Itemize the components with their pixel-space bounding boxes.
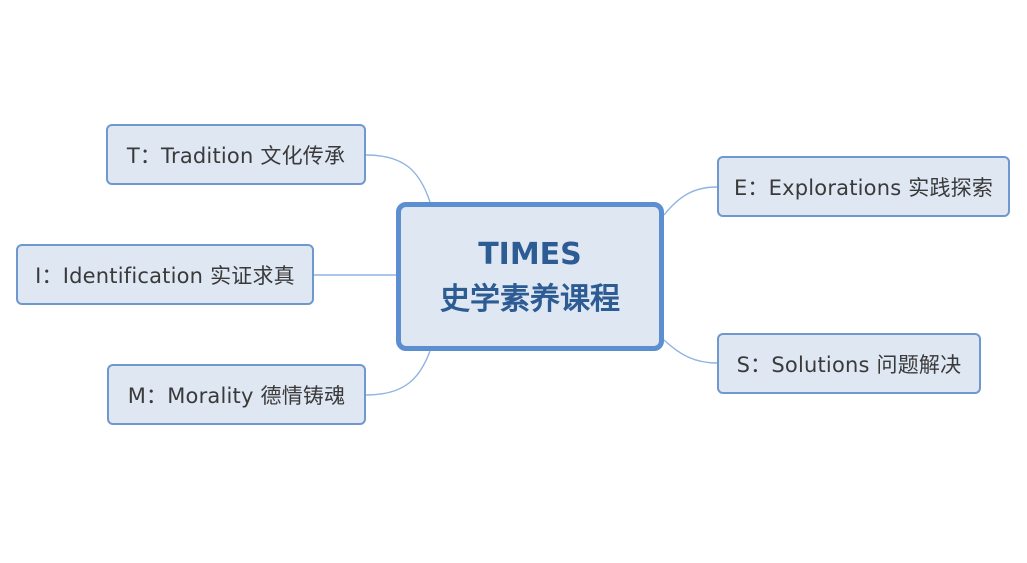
connector-morality bbox=[365, 350, 431, 396]
branch-label-morality: M：Morality 德情铸魂 bbox=[127, 383, 346, 408]
connector-tradition bbox=[365, 154, 431, 203]
central-topic-title: TIMES bbox=[478, 236, 582, 272]
branch-node-identification[interactable]: I：Identification 实证求真 bbox=[16, 244, 314, 305]
branch-label-solutions: S：Solutions 问题解决 bbox=[736, 352, 962, 377]
central-topic-subtitle: 史学素养课程 bbox=[440, 281, 620, 317]
central-topic-node[interactable]: TIMES 史学素养课程 bbox=[396, 202, 664, 351]
branch-node-morality[interactable]: M：Morality 德情铸魂 bbox=[107, 364, 366, 425]
branch-label-identification: I：Identification 实证求真 bbox=[35, 263, 295, 288]
connector-explorations bbox=[663, 186, 718, 216]
branch-node-tradition[interactable]: T：Tradition 文化传承 bbox=[106, 124, 366, 185]
branch-label-tradition: T：Tradition 文化传承 bbox=[126, 143, 346, 168]
branch-node-explorations[interactable]: E：Explorations 实践探索 bbox=[717, 156, 1010, 217]
branch-node-solutions[interactable]: S：Solutions 问题解决 bbox=[717, 333, 981, 394]
connector-solutions bbox=[663, 339, 718, 364]
branch-label-explorations: E：Explorations 实践探索 bbox=[733, 175, 994, 200]
